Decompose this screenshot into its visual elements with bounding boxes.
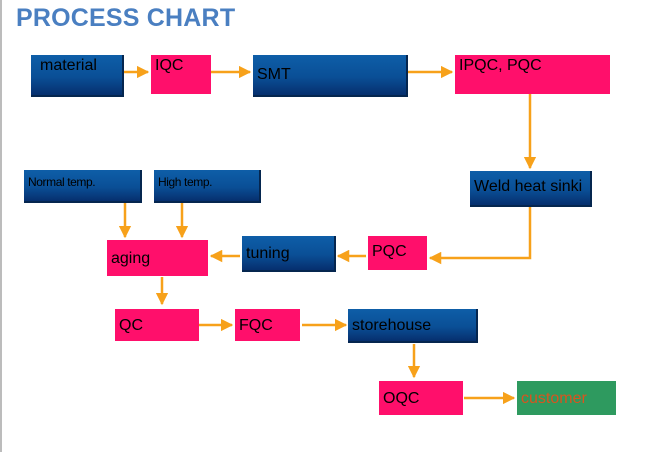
arrow-weld-pqc	[428, 207, 532, 265]
node-material: material	[31, 55, 124, 97]
node-fqc-label: FQC	[239, 317, 273, 334]
node-customer: customer	[517, 381, 616, 415]
node-ipqc-pqc: IPQC, PQC	[455, 55, 610, 94]
node-normal-temp-label: Normal temp.	[28, 175, 96, 189]
node-customer-label: customer	[521, 390, 587, 407]
node-storehouse: storehouse	[348, 309, 478, 343]
node-material-label: material	[40, 57, 97, 74]
node-qc: QC	[115, 309, 199, 341]
node-high-temp-label: High temp.	[158, 175, 213, 189]
node-normal-temp: Normal temp.	[24, 170, 142, 203]
node-aging: aging	[107, 240, 208, 276]
node-tuning: tuning	[242, 236, 336, 272]
node-aging-label: aging	[111, 250, 151, 267]
node-smt: SMT	[253, 55, 408, 97]
node-smt-label: SMT	[257, 66, 291, 83]
node-pqc: PQC	[368, 236, 427, 270]
node-iqc-label: IQC	[155, 57, 184, 74]
node-weld-heat-sink: Weld heat sinki	[470, 171, 592, 207]
node-pqc-label: PQC	[372, 243, 407, 260]
node-iqc: IQC	[151, 55, 211, 94]
page-title: PROCESS CHART	[16, 4, 236, 32]
node-oqc: OQC	[379, 381, 463, 415]
node-qc-label: QC	[119, 317, 143, 334]
page-left-rule	[0, 0, 2, 452]
node-high-temp: High temp.	[154, 170, 261, 203]
node-fqc: FQC	[235, 309, 300, 341]
node-tuning-label: tuning	[246, 245, 290, 262]
node-ipqc-pqc-label: IPQC, PQC	[459, 57, 542, 74]
node-weld-heat-sink-label: Weld heat sinki	[474, 178, 583, 195]
node-oqc-label: OQC	[383, 390, 420, 407]
node-storehouse-label: storehouse	[352, 317, 432, 334]
